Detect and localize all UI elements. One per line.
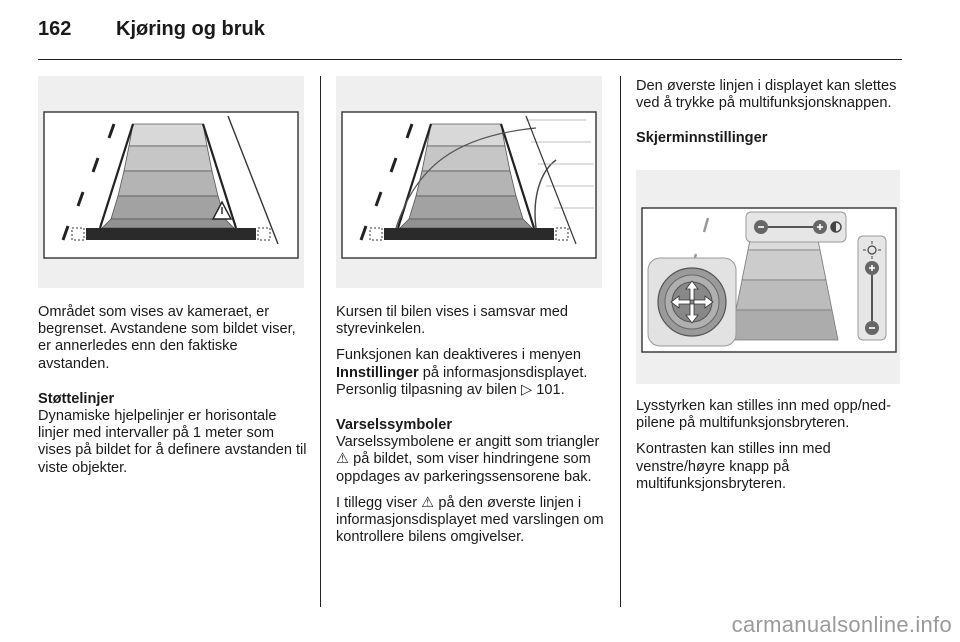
column-3-lower: Lysstyrken kan stilles inn med opp/ned-p… (636, 398, 904, 502)
warning-symbols-heading: Varselssymboler (336, 417, 453, 434)
page-header: 162 Kjøring og bruk (38, 18, 265, 41)
column-divider-2 (620, 76, 621, 607)
column-divider-1 (320, 76, 321, 607)
camera-area-paragraph: Området som vises av kameraet, er begren… (38, 304, 296, 372)
watermark: carmanualsonline.info (731, 612, 952, 637)
page-reference-icon: ▷ (520, 381, 533, 398)
page-number: 162 (38, 18, 72, 40)
warning-triangle-icon: ⚠ (336, 451, 350, 468)
column-1: Området som vises av kameraet, er begren… (38, 304, 310, 486)
screen-settings-heading: Skjerminnstillinger (636, 130, 768, 147)
header-rule (38, 59, 902, 60)
screen-settings-illustration (636, 170, 900, 384)
settings-menu-name: Innstillinger (336, 364, 419, 381)
brightness-paragraph: Lysstyrken kan stilles inn med opp/ned-p… (636, 398, 891, 432)
warning-symbols-paragraph: Varselssymbolene er angitt som triangler… (336, 434, 600, 485)
delete-top-line-paragraph: Den øverste linjen i displayet kan slett… (636, 78, 897, 112)
deactivate-paragraph: Funksjonen kan deaktiveres i menyen Inns… (336, 347, 588, 398)
column-2: Kursen til bilen vises i samsvar med sty… (336, 304, 608, 555)
column-3: Den øverste linjen i displayet kan slett… (636, 78, 904, 148)
info-display-paragraph: I tillegg viser ⚠ på den øverste linjen … (336, 494, 604, 546)
page-title: Kjøring og bruk (116, 18, 265, 40)
guidelines-paragraph: Dynamiske hjelpelinjer er horisontale li… (38, 408, 307, 476)
trajectory-paragraph: Kursen til bilen vises i samsvar med sty… (336, 304, 568, 338)
camera-guidelines-illustration (38, 76, 304, 288)
steering-trajectory-illustration (336, 76, 602, 288)
guidelines-heading: Støttelinjer (38, 390, 115, 407)
warning-triangle-icon: ⚠ (421, 494, 435, 511)
contrast-paragraph: Kontrasten kan stilles inn med venstre/h… (636, 441, 831, 492)
